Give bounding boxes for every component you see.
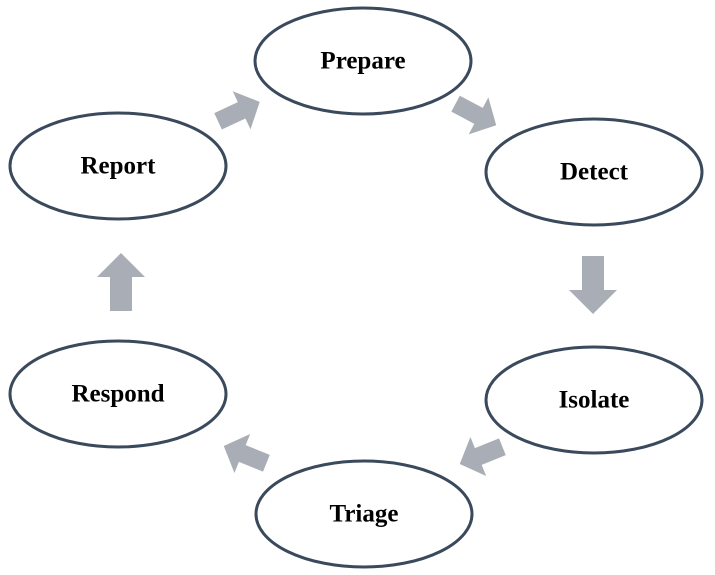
node-isolate-label: Isolate xyxy=(559,387,630,414)
node-isolate-ellipse xyxy=(484,345,704,455)
arrow-respond-to-report xyxy=(97,253,145,311)
node-report-ellipse xyxy=(8,111,228,221)
node-prepare-label: Prepare xyxy=(320,48,405,75)
node-triage-label: Triage xyxy=(330,501,399,528)
node-isolate: Isolate xyxy=(484,345,704,455)
arrow-prepare-to-detect xyxy=(451,95,497,135)
arrow-isolate-to-triage xyxy=(459,437,506,476)
node-detect-label: Detect xyxy=(560,159,629,186)
node-triage-ellipse xyxy=(254,459,474,569)
node-respond-label: Respond xyxy=(71,381,164,408)
node-report-label: Report xyxy=(81,153,157,180)
arrow-triage-to-respond xyxy=(223,434,270,473)
arrow-report-to-prepare xyxy=(214,91,260,130)
node-detect: Detect xyxy=(484,117,704,227)
node-respond: Respond xyxy=(8,339,228,449)
node-triage: Triage xyxy=(254,459,474,569)
node-prepare: Prepare xyxy=(253,6,473,116)
node-report: Report xyxy=(8,111,228,221)
arrow-detect-to-isolate xyxy=(569,256,617,314)
node-prepare-ellipse xyxy=(253,6,473,116)
node-detect-ellipse xyxy=(484,117,704,227)
node-respond-ellipse xyxy=(8,339,228,449)
